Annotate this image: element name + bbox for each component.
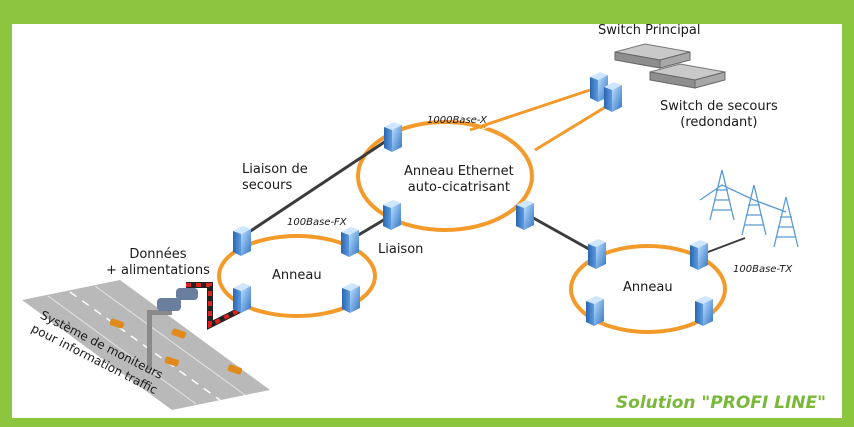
switch-node-icon xyxy=(690,240,708,270)
donnees-line1: Données xyxy=(129,247,187,262)
switch-node-icon xyxy=(516,200,534,230)
switch-secours-label: Switch de secours (redondant) xyxy=(660,99,778,131)
switch-node-icon xyxy=(233,226,251,256)
donnees-line2: + alimentations xyxy=(106,263,210,278)
car-icon xyxy=(227,364,243,375)
switch-node-icon xyxy=(383,200,401,230)
switch-secours-line2: (redondant) xyxy=(680,115,758,130)
switch-node-icon xyxy=(384,122,402,152)
ring-right xyxy=(569,244,727,334)
switch-secours-line1: Switch de secours xyxy=(660,99,778,114)
switch-node-icon xyxy=(341,227,359,257)
label-100base-fx: 100Base-FX xyxy=(287,217,347,228)
ring-right-link xyxy=(527,213,597,255)
label-1000base-x: 1000Base-X xyxy=(427,115,487,126)
switch-node-icon xyxy=(342,283,360,313)
ring-ethernet-line2: auto-cicatrisant xyxy=(407,180,510,195)
switch-principal-icon xyxy=(614,43,691,69)
camera-icon xyxy=(157,288,198,311)
power-pylons-icon xyxy=(699,169,799,248)
switch-node-icon xyxy=(695,296,713,326)
ring-right-label: Anneau xyxy=(623,280,673,295)
liaison-label: Liaison xyxy=(378,242,424,257)
ring-ethernet xyxy=(356,120,534,232)
uplink-orange xyxy=(469,88,613,152)
ring-ethernet-line1: Anneau Ethernet xyxy=(404,164,514,179)
liaison-secours-label: Liaison de secours xyxy=(242,162,308,194)
solution-title: Solution "PROFI LINE" xyxy=(615,393,826,413)
switch-principal-label: Switch Principal xyxy=(598,23,701,38)
switch-node-icon xyxy=(588,239,606,269)
liaison-secours-line2: secours xyxy=(242,178,293,193)
switch-node-icon xyxy=(586,296,604,326)
label-100base-tx: 100Base-TX xyxy=(733,264,793,275)
ring-left-label: Anneau xyxy=(272,268,322,283)
ring-left xyxy=(217,234,377,318)
road xyxy=(22,280,270,410)
car-icon xyxy=(109,318,125,329)
camera-pole xyxy=(147,310,172,370)
switch-node-icon xyxy=(233,283,251,313)
ring-ethernet-label: Anneau Ethernet auto-cicatrisant xyxy=(404,164,514,196)
donnees-label: Données + alimentations xyxy=(106,247,210,279)
car-icon xyxy=(171,328,187,339)
car-icon xyxy=(164,356,180,367)
data-power-cable xyxy=(186,282,242,330)
liaison-secours-line1: Liaison de xyxy=(242,162,308,177)
backup-link xyxy=(242,135,393,238)
switch-secours-icon xyxy=(649,63,726,89)
switch-node-icon xyxy=(604,82,622,112)
